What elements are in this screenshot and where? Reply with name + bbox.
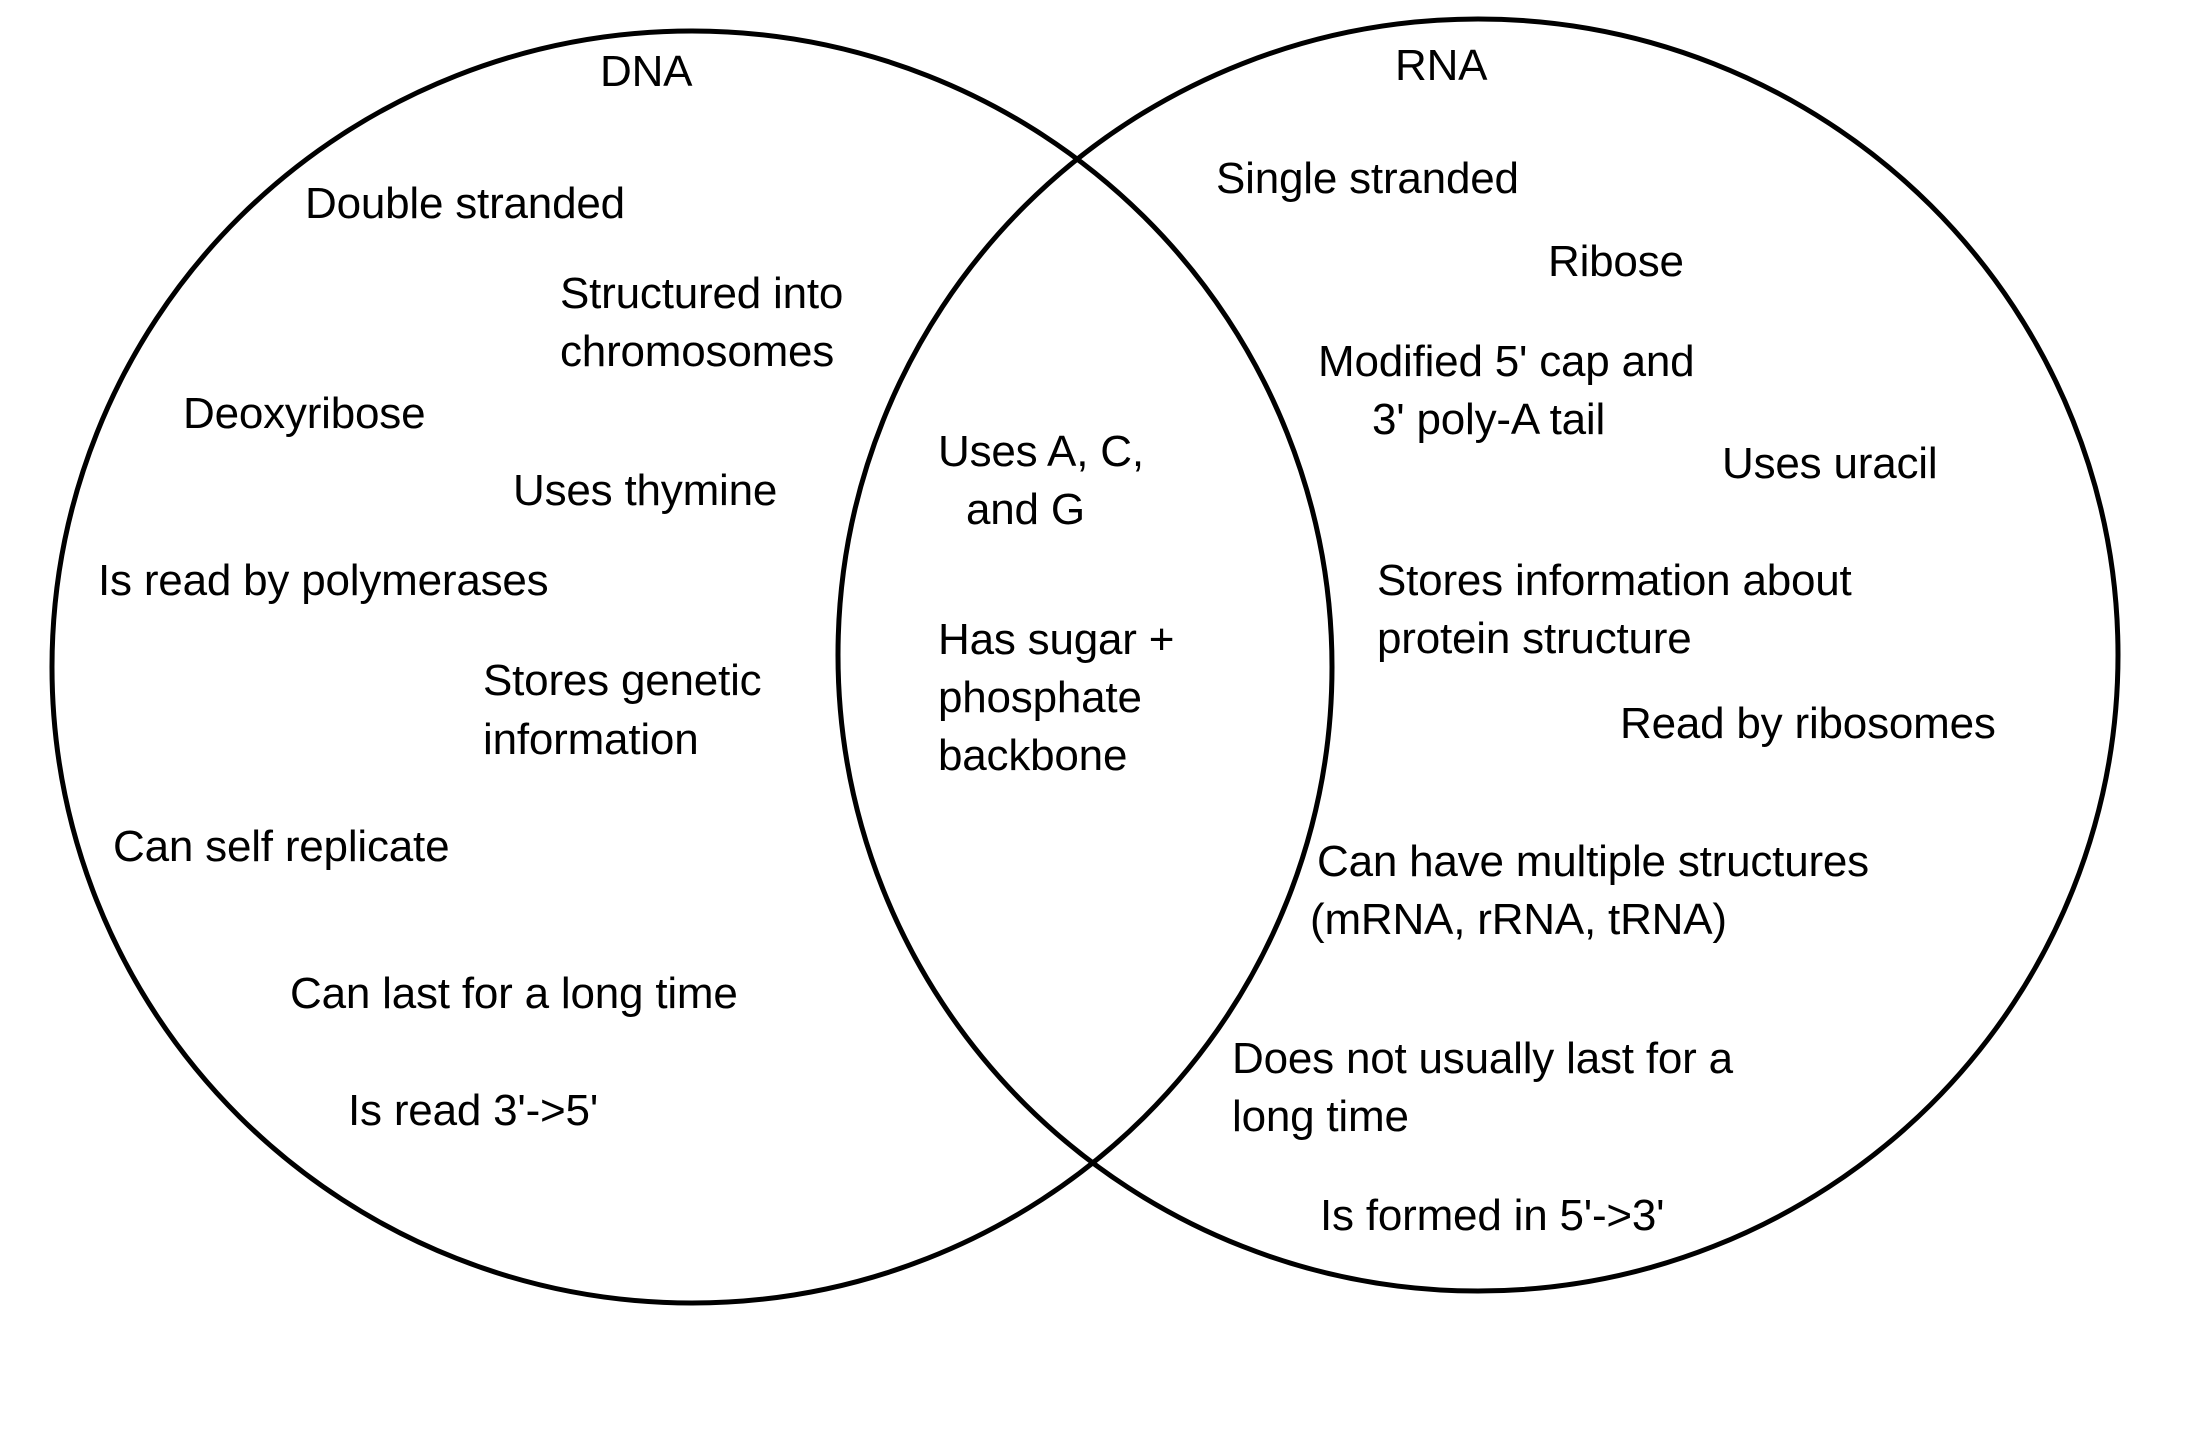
rna-item-ribose: Ribose: [1548, 237, 1684, 286]
dna-item-read-by-polymerases: Is read by polymerases: [98, 556, 549, 605]
rna-item-multiple-structures: Can have multiple structures: [1317, 837, 1869, 886]
dna-item-read-direction: Is read 3'->5': [348, 1086, 599, 1135]
rna-title: RNA: [1395, 41, 1488, 90]
dna-item-stores-genetic: Stores genetic: [483, 656, 762, 705]
rna-item-read-by-ribosomes: Read by ribosomes: [1620, 699, 1996, 748]
rna-item-does-not-last: Does not usually last for a: [1232, 1034, 1733, 1083]
rna-item-rna-types: (mRNA, rRNA, tRNA): [1310, 895, 1727, 944]
dna-item-deoxyribose: Deoxyribose: [183, 389, 426, 438]
dna-circle-outline: [49, 28, 1335, 1306]
rna-circle-outline: [835, 16, 2121, 1294]
rna-item-protein-structure: protein structure: [1377, 614, 1692, 663]
rna-item-poly-a-tail: 3' poly-A tail: [1372, 395, 1606, 444]
rna-item-uses-uracil: Uses uracil: [1722, 439, 1938, 488]
dna-title: DNA: [600, 47, 693, 96]
rna-item-modified-5-cap: Modified 5' cap and: [1318, 337, 1695, 386]
rna-item-formed-direction: Is formed in 5'->3': [1320, 1191, 1665, 1240]
dna-item-can-last-long-time: Can last for a long time: [290, 969, 738, 1018]
shared-item-and-g: and G: [966, 485, 1085, 534]
dna-item-structured-into: Structured into: [560, 269, 844, 318]
shared-item-phosphate: phosphate: [938, 673, 1142, 722]
dna-item-chromosomes: chromosomes: [560, 327, 835, 376]
rna-item-single-stranded: Single stranded: [1216, 154, 1519, 203]
shared-item-backbone: backbone: [938, 731, 1128, 780]
shared-item-has-sugar: Has sugar +: [938, 615, 1175, 664]
dna-item-information: information: [483, 715, 699, 764]
rna-item-stores-info-protein: Stores information about: [1377, 556, 1852, 605]
dna-item-double-stranded: Double stranded: [305, 179, 625, 228]
dna-item-uses-thymine: Uses thymine: [513, 466, 778, 515]
shared-item-uses-a-c: Uses A, C,: [938, 427, 1144, 476]
rna-item-long-time: long time: [1232, 1092, 1409, 1141]
dna-item-can-self-replicate: Can self replicate: [113, 822, 450, 871]
